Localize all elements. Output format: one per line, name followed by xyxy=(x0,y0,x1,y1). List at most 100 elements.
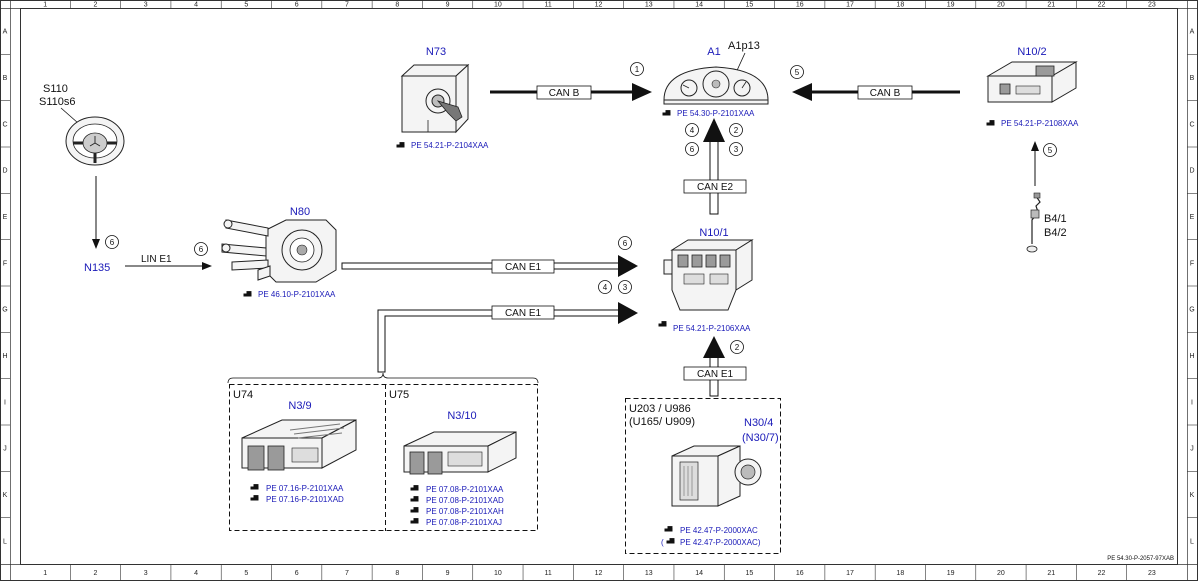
grid-column-label: 6 xyxy=(295,570,299,577)
grid-row-label: B xyxy=(3,75,8,82)
grid-column-label: 13 xyxy=(645,2,653,9)
grid-column-label: 17 xyxy=(846,2,854,9)
grid-row-label: J xyxy=(3,446,7,453)
grid-row-label: F xyxy=(1190,260,1194,267)
marker-n80: 6 xyxy=(623,239,628,248)
grid-column-label: 13 xyxy=(645,570,653,577)
grid-column-label: 15 xyxy=(746,2,754,9)
grid-column-label: 1 xyxy=(43,2,47,9)
grid-column-label: 19 xyxy=(947,2,955,9)
instrument-cluster-icon xyxy=(663,66,769,105)
grid-column-label: 10 xyxy=(494,2,502,9)
grid-column-label: 18 xyxy=(896,570,904,577)
grid-column-label: 3 xyxy=(144,570,148,577)
grid-column-label: 9 xyxy=(446,2,450,9)
grid-row-label: H xyxy=(2,353,7,360)
s110-steering-wheel: S110 S110s6 xyxy=(39,83,125,166)
ignition-switch-icon xyxy=(400,63,470,134)
sam-module-icon xyxy=(663,239,754,311)
n10-2-ref: PE 54.21-P-2108XAA xyxy=(1001,119,1079,128)
grid-row-label: D xyxy=(2,168,7,175)
grid-row-label: I xyxy=(1191,399,1193,406)
grid-column-label: 10 xyxy=(494,570,502,577)
marker-a1-4: 4 xyxy=(690,126,695,135)
grid-row-label: L xyxy=(3,538,7,545)
grid-column-label: 22 xyxy=(1098,570,1106,577)
marker-n30: 2 xyxy=(735,343,740,352)
bus-can-e2-label: CAN E2 xyxy=(697,182,734,193)
grid-column-label: 11 xyxy=(545,570,552,577)
bus-can-e1-ecu-label: CAN E1 xyxy=(505,308,542,319)
grid-column-label: 21 xyxy=(1047,570,1055,577)
n30-ref-2: PE 42.47-P-2000XAC) xyxy=(680,538,761,547)
n73-label: N73 xyxy=(426,46,446,58)
grid-column-label: 8 xyxy=(395,570,399,577)
b4-to-n10-2: 5 xyxy=(1031,141,1057,186)
a1-instrument-cluster: A1 A1p13 PE 54.30-P-2101XAA 4 2 6 3 xyxy=(662,40,769,156)
marker-n10-2: 5 xyxy=(795,68,800,77)
grid-row-label: L xyxy=(1190,538,1194,545)
marker-a1-2: 2 xyxy=(734,126,739,135)
a1p13-label: A1p13 xyxy=(728,40,760,52)
bus-lin-e1: LIN E1 6 xyxy=(125,242,212,270)
n3-10-ref-3: PE 07.08-P-2101XAH xyxy=(426,507,504,516)
n30-7-label: (N30/7) xyxy=(742,432,779,444)
grid-column-label: 17 xyxy=(846,570,854,577)
grid-column-label: 5 xyxy=(244,2,248,9)
grid-column-label: 18 xyxy=(896,2,904,9)
grid-column-label: 4 xyxy=(194,570,198,577)
grid-row-label: G xyxy=(2,307,7,314)
marker-ecu-4: 4 xyxy=(603,283,608,292)
b4-1-label: B4/1 xyxy=(1044,213,1067,225)
grid-column-label: 12 xyxy=(595,570,603,577)
grid-column-labels: 1122334455667788991010111112121313141415… xyxy=(43,0,1156,581)
grid-column-label: 1 xyxy=(43,570,47,577)
marker-ecu-3: 3 xyxy=(623,283,628,292)
n30-ref-prefix: ( xyxy=(661,538,664,547)
bus-can-e1-n30-n10-1: CAN E1 2 xyxy=(683,336,747,397)
marker-a1-6: 6 xyxy=(690,145,695,154)
grid-column-label: 7 xyxy=(345,570,349,577)
grid-column-label: 2 xyxy=(94,570,98,577)
marker-circle xyxy=(630,62,644,76)
fuel-sensor-icon xyxy=(1026,192,1041,253)
n3-10-ref-4: PE 07.08-P-2101XAJ xyxy=(426,518,502,527)
esp-unit-icon xyxy=(671,445,762,507)
n80-ref: PE 46.10-P-2101XAA xyxy=(258,290,336,299)
u74-ecu: U74 N3/9 PE 07.16-P-2101XAA PE 07.16-P-2… xyxy=(233,389,357,504)
grid-row-label: J xyxy=(1190,446,1194,453)
grid-row-label: A xyxy=(1190,29,1195,36)
n3-10-label: N3/10 xyxy=(447,410,476,422)
a1-label: A1 xyxy=(707,46,720,58)
u75-group-label: U75 xyxy=(389,389,409,401)
grid-column-label: 21 xyxy=(1047,2,1055,9)
grid-column-label: 8 xyxy=(395,2,399,9)
bus-can-b-n10-2-a1: CAN B 5 xyxy=(790,65,960,101)
grid-row-label: G xyxy=(1189,307,1194,314)
n3-9-ref-1: PE 07.16-P-2101XAA xyxy=(266,484,344,493)
u75-ecu: U75 N3/10 PE 07.08-P-2101XAA PE 07.08-P-… xyxy=(389,389,517,527)
n73-ref: PE 54.21-P-2104XAA xyxy=(411,141,489,150)
grid-column-label: 14 xyxy=(695,2,703,9)
n3-9-ref-2: PE 07.16-P-2101XAD xyxy=(266,495,344,504)
n3-10-ref-1: PE 07.08-P-2101XAA xyxy=(426,485,504,494)
s110s6-label: S110s6 xyxy=(39,96,76,108)
grid-column-label: 11 xyxy=(545,2,552,9)
bus-can-b-n10-2-a1-label: CAN B xyxy=(870,88,901,99)
grid-column-label: 4 xyxy=(194,2,198,9)
bus-lin-e1-label: LIN E1 xyxy=(141,254,172,265)
steering-wheel-icon xyxy=(65,116,125,166)
marker-s110: 6 xyxy=(110,238,115,247)
bus-can-b-n73-a1: CAN B 1 xyxy=(490,62,652,101)
grid-row-label: C xyxy=(2,121,7,128)
grid-column-label: 5 xyxy=(244,570,248,577)
grid-row-label: A xyxy=(3,29,8,36)
grid-row-label: E xyxy=(3,214,8,221)
grid-column-label: 16 xyxy=(796,570,804,577)
grid-row-label: H xyxy=(1189,353,1194,360)
grid-row-label: I xyxy=(4,399,6,406)
engine-ecu-2-icon xyxy=(403,431,517,475)
grid-row-label: D xyxy=(1189,168,1194,175)
